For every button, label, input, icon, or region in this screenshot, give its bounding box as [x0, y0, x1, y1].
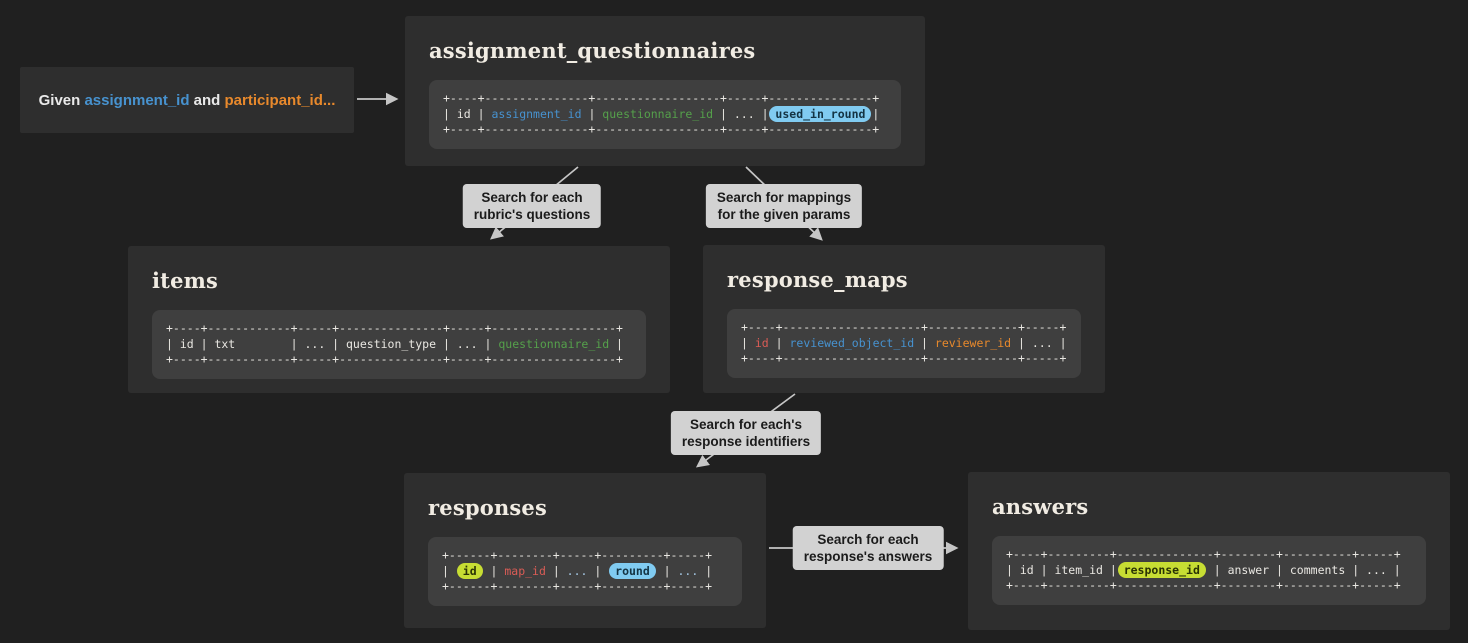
ascii-table: +----+------------+-----+---------------…: [152, 310, 646, 379]
table-border-top: +------+--------+-----+---------+-----+: [442, 548, 713, 562]
label-line: Search for each: [481, 190, 583, 205]
label-search-rubric-questions: Search for each rubric's questions: [462, 184, 602, 228]
node-responses: responses +------+--------+-----+-------…: [404, 473, 766, 628]
ascii-table: +----+---------+--------------+--------+…: [992, 536, 1426, 605]
table-border-bottom: +----+--------------------+-------------…: [741, 351, 1067, 365]
table-row: | id | item_id | response_id | answer | …: [1006, 561, 1401, 578]
label-line: for the given params: [717, 207, 851, 222]
table-border-bottom: +----+------------+-----+---------------…: [166, 352, 623, 366]
table-row: | id | map_id | ... | round | ... |: [442, 562, 713, 579]
table-border-bottom: +----+---------+--------------+--------+…: [1006, 578, 1401, 592]
node-assignment-questionnaires: assignment_questionnaires +----+--------…: [405, 16, 925, 166]
label-line: Search for each: [817, 532, 919, 547]
node-answers: answers +----+---------+--------------+-…: [968, 472, 1450, 630]
table-border-top: +----+--------------------+-------------…: [741, 320, 1067, 334]
table-row: | id | reviewed_object_id | reviewer_id …: [741, 335, 1067, 350]
node-title: answers: [992, 494, 1089, 519]
label-line: response identifiers: [681, 434, 811, 449]
ascii-table: +----+---------------+------------------…: [429, 80, 901, 149]
ascii-table: +----+--------------------+-------------…: [727, 309, 1081, 378]
node-response-maps: response_maps +----+--------------------…: [703, 245, 1105, 393]
table-border-top: +----+------------+-----+---------------…: [166, 321, 623, 335]
label-search-response-answers: Search for each response's answers: [792, 526, 944, 570]
label-line: rubric's questions: [473, 207, 591, 222]
node-title: response_maps: [727, 267, 908, 292]
node-items: items +----+------------+-----+---------…: [128, 246, 670, 393]
label-search-mappings: Search for mappings for the given params: [705, 184, 863, 228]
node-title: assignment_questionnaires: [429, 38, 756, 63]
table-row: | id | assignment_id | questionnaire_id …: [443, 105, 880, 122]
node-title: responses: [428, 495, 548, 520]
given-participant-id: participant_id...: [224, 91, 336, 109]
label-line: Search for each's: [689, 417, 803, 432]
table-border-top: +----+---------+--------------+--------+…: [1006, 547, 1401, 561]
label-line: Search for mappings: [716, 190, 852, 205]
given-assignment-id: assignment_id: [84, 91, 190, 109]
given-prefix: Given: [38, 91, 85, 109]
table-border-bottom: +------+--------+-----+---------+-----+: [442, 579, 713, 593]
ascii-table: +------+--------+-----+---------+-----+ …: [428, 537, 742, 606]
node-title: items: [152, 268, 219, 293]
table-row: | id | txt | ... | question_type | ... |…: [166, 336, 623, 351]
label-line: response's answers: [803, 549, 933, 564]
label-search-response-identifiers: Search for each's response identifiers: [670, 411, 822, 455]
table-border-bottom: +----+---------------+------------------…: [443, 122, 880, 136]
given-params-note: Given assignment_id and participant_id..…: [20, 67, 354, 133]
table-border-top: +----+---------------+------------------…: [443, 91, 880, 105]
given-and: and: [189, 91, 225, 109]
